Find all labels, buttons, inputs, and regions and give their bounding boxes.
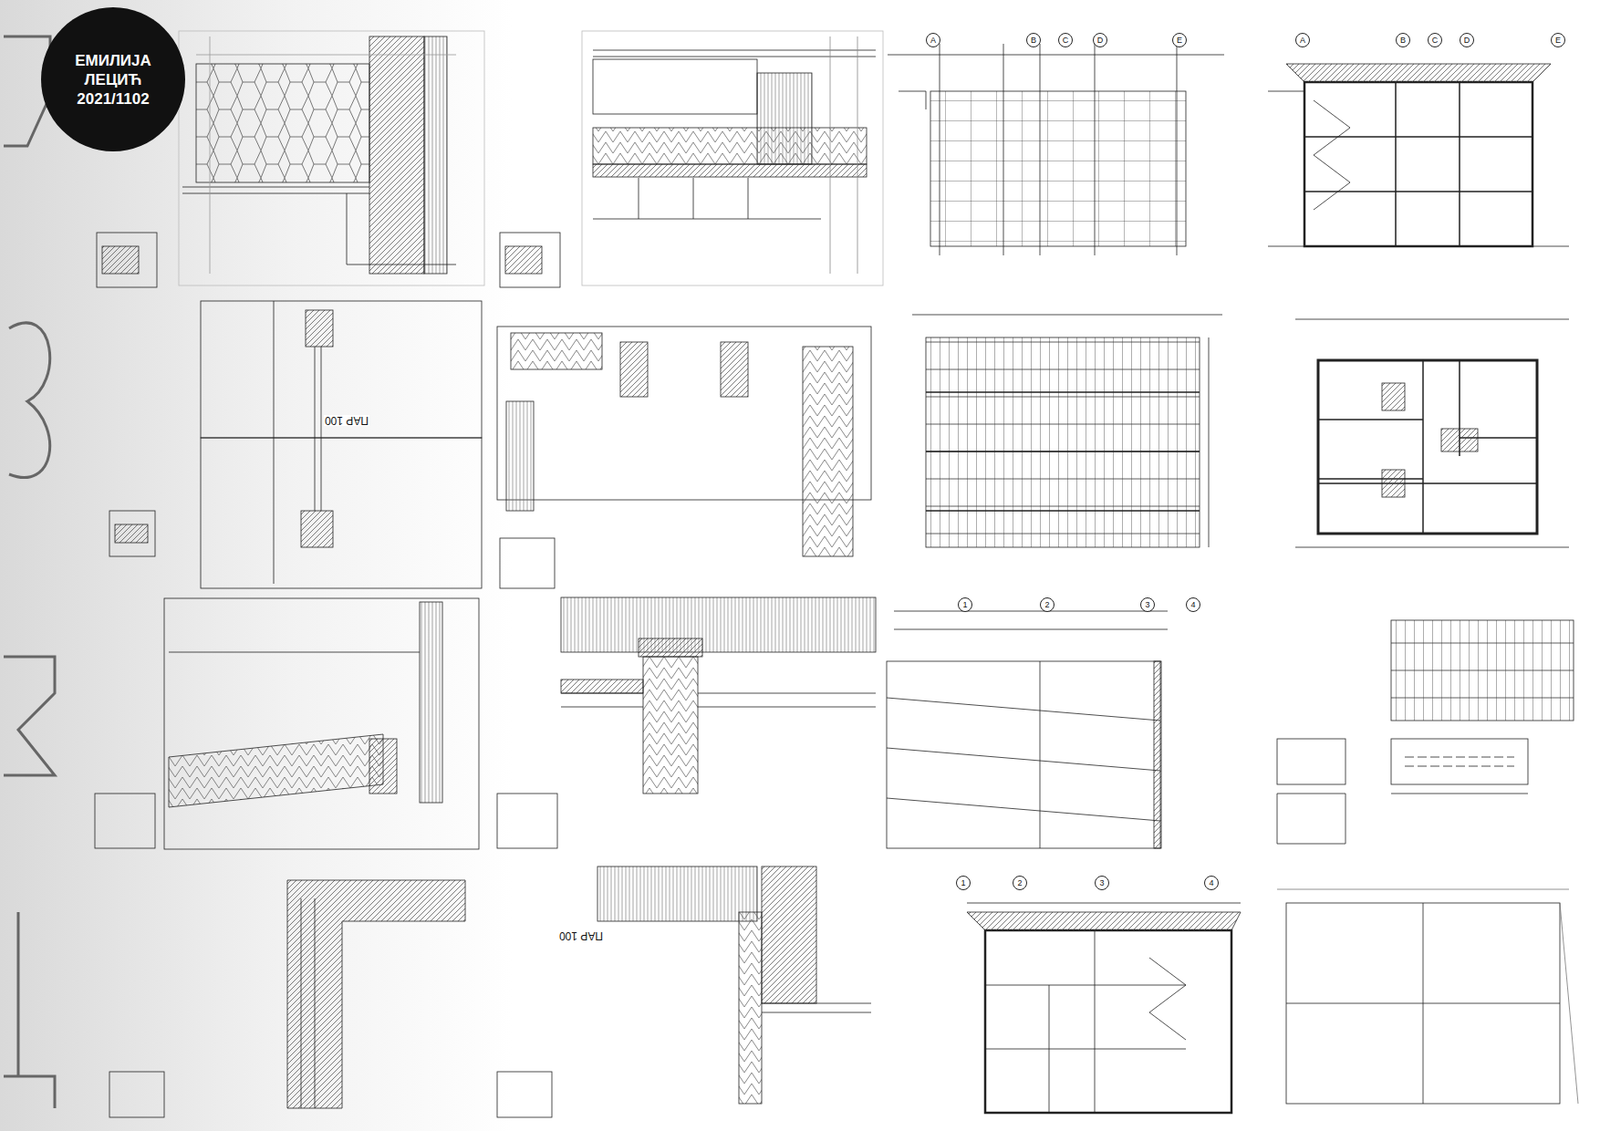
grid-axis-marker: 2	[1039, 597, 1055, 613]
author-name: ЕМИЛИЈА ЛЕЦИЋ	[62, 51, 164, 90]
grid-axis-marker: A	[1295, 32, 1310, 48]
grid-axis-marker: E	[1172, 32, 1187, 48]
grid-axis-marker: B	[1395, 32, 1411, 48]
grid-axis-marker: 3	[1140, 597, 1155, 613]
grid-axis-marker: E	[1550, 32, 1566, 48]
grid-axis-marker: D	[1092, 32, 1108, 48]
grid-axis-marker: 1	[957, 597, 973, 613]
grid-axis-marker: C	[1427, 32, 1443, 48]
name-disc: ЕМИЛИЈА ЛЕЦИЋ2021/1102	[41, 7, 186, 152]
outline-letters	[3, 36, 55, 1109]
grid-axis-marker: 3	[1094, 875, 1110, 891]
student-number: 2021/1102	[76, 89, 149, 109]
grid-axis-marker: B	[1026, 32, 1041, 48]
grid-axis-marker: 2	[1012, 875, 1028, 891]
grid-axis-marker: C	[1058, 32, 1073, 48]
grid-axis-marker: 4	[1204, 875, 1219, 891]
grid-axis-marker: D	[1459, 32, 1475, 48]
grid-axis-marker: 4	[1185, 597, 1201, 613]
grid-axis-marker: A	[925, 32, 941, 48]
element-tag: ПАР 100	[323, 415, 370, 426]
element-tag: ПАР 100	[558, 930, 604, 942]
grid-axis-marker: 1	[955, 875, 971, 891]
